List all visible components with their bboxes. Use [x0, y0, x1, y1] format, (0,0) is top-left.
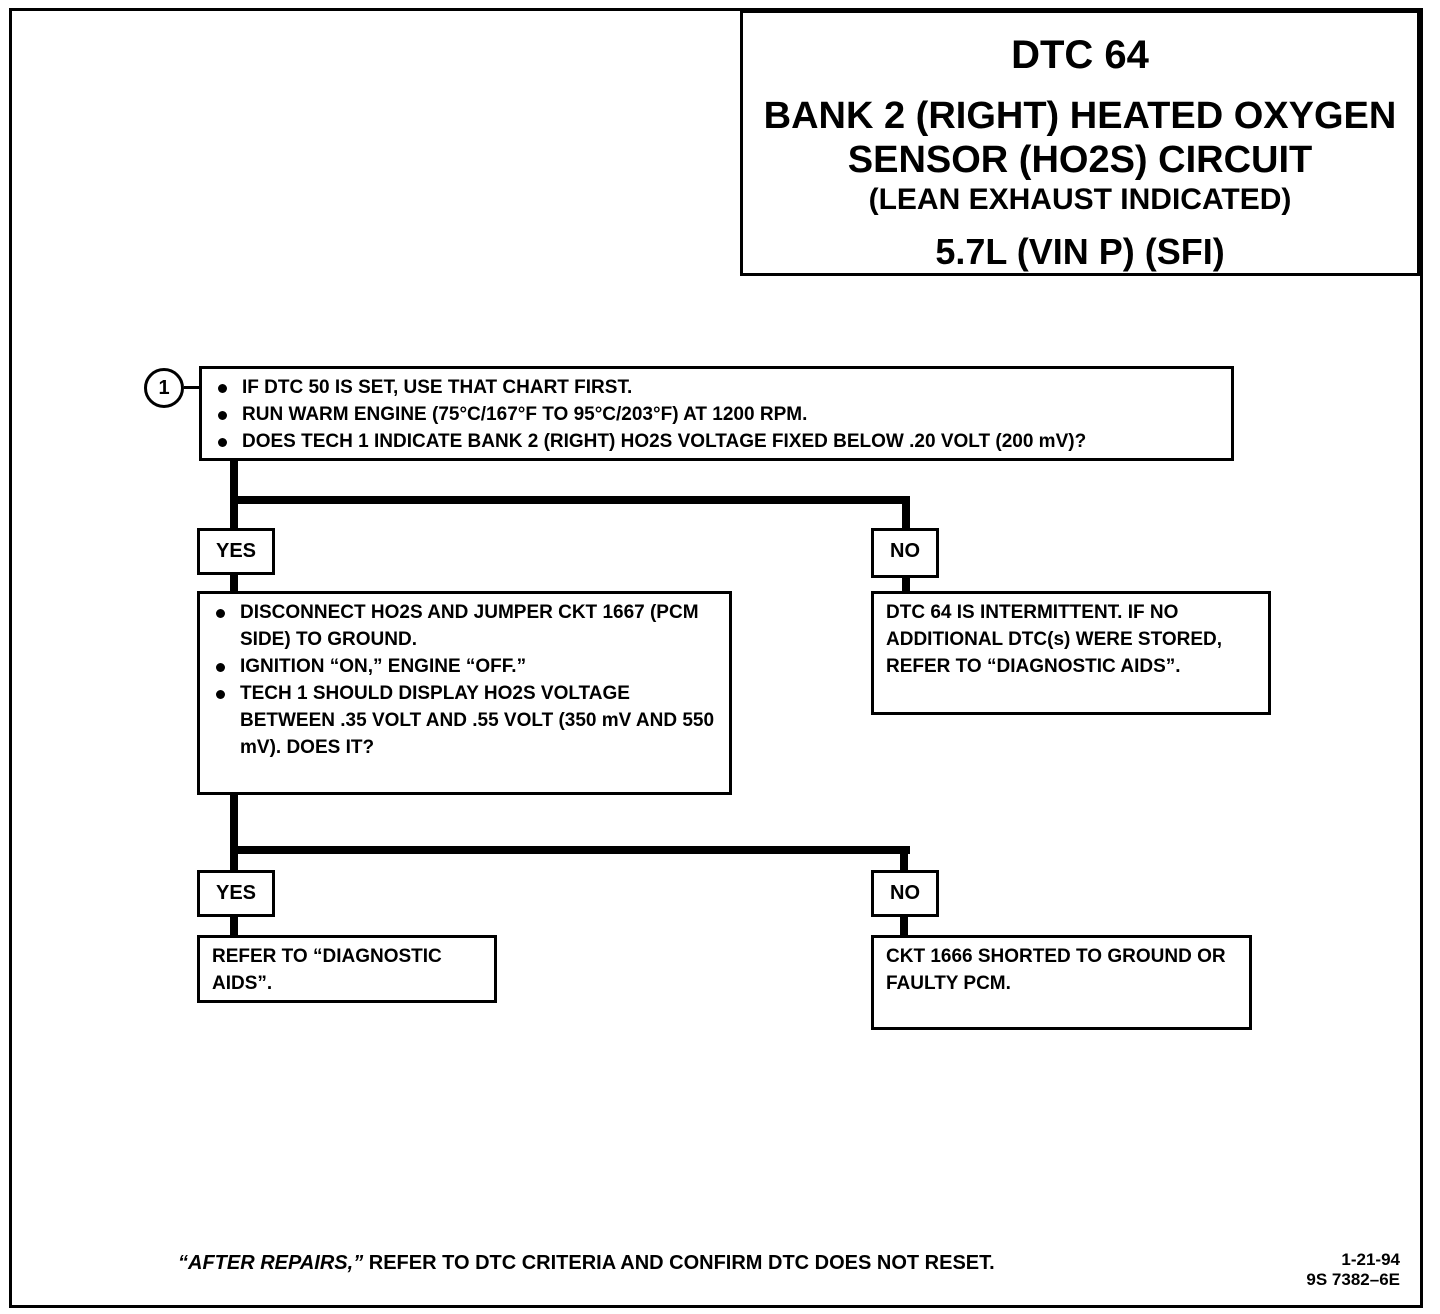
- connector-yes1-down: [230, 572, 238, 594]
- title-line-4: 5.7L (VIN P) (SFI): [935, 231, 1225, 272]
- connector-branch2-horizontal: [230, 846, 910, 854]
- voltage-test-bullet: IGNITION “ON,” ENGINE “OFF.”: [208, 653, 721, 680]
- fault-result-text: CKT 1666 SHORTED TO GROUND OR FAULTY PCM…: [886, 946, 1226, 994]
- voltage-test-box: DISCONNECT HO2S AND JUMPER CKT 1667 (PCM…: [197, 591, 732, 795]
- chart-date: 1-21-94: [1341, 1250, 1400, 1269]
- diagnostic-aids-box: REFER TO “DIAGNOSTIC AIDS”.: [197, 935, 497, 1003]
- connector-branch1-horizontal: [230, 496, 910, 504]
- step-number-marker: 1: [144, 368, 184, 408]
- step1-bullet: IF DTC 50 IS SET, USE THAT CHART FIRST.: [210, 374, 1223, 401]
- connector-test-down: [230, 792, 238, 874]
- branch2-yes-label: YES: [197, 870, 275, 917]
- connector-branch1-no-down: [902, 496, 910, 532]
- branch2-no-label: NO: [871, 870, 939, 917]
- after-repairs-text: REFER TO DTC CRITERIA AND CONFIRM DTC DO…: [363, 1252, 995, 1274]
- chart-reference: 1-21-94 9S 7382–6E: [1270, 1250, 1400, 1290]
- page-frame: [9, 8, 1423, 1308]
- chart-ref-number: 9S 7382–6E: [1306, 1270, 1400, 1289]
- title-line-2: SENSOR (HO2S) CIRCUIT: [847, 139, 1313, 181]
- step-marker-leader: [184, 386, 200, 389]
- title-block: DTC 64 BANK 2 (RIGHT) HEATED OXYGEN SENS…: [740, 10, 1420, 276]
- branch1-no-label: NO: [871, 528, 939, 578]
- fault-result-box: CKT 1666 SHORTED TO GROUND OR FAULTY PCM…: [871, 935, 1252, 1030]
- connector-no1-down: [902, 576, 910, 594]
- intermittent-box: DTC 64 IS INTERMITTENT. IF NO ADDITIONAL…: [871, 591, 1271, 715]
- intermittent-text: DTC 64 IS INTERMITTENT. IF NO ADDITIONAL…: [886, 602, 1223, 677]
- step1-bullet: RUN WARM ENGINE (75°C/167°F TO 95°C/203°…: [210, 401, 1223, 428]
- branch1-yes-label: YES: [197, 528, 275, 575]
- after-repairs-emphasis: “AFTER REPAIRS,”: [178, 1252, 364, 1274]
- connector-step1-down: [230, 458, 238, 532]
- voltage-test-bullet-list: DISCONNECT HO2S AND JUMPER CKT 1667 (PCM…: [208, 599, 721, 761]
- chart-code: DTC 64: [1011, 33, 1149, 77]
- title-line-1: BANK 2 (RIGHT) HEATED OXYGEN: [763, 95, 1397, 137]
- title-line-3: (LEAN EXHAUST INDICATED): [868, 183, 1292, 216]
- connector-no2-down: [900, 914, 908, 938]
- after-repairs-note: “AFTER REPAIRS,” REFER TO DTC CRITERIA A…: [178, 1252, 995, 1275]
- step1-bullet-list: IF DTC 50 IS SET, USE THAT CHART FIRST. …: [210, 374, 1223, 455]
- connector-branch2-no-down: [900, 846, 908, 876]
- voltage-test-bullet: TECH 1 SHOULD DISPLAY HO2S VOLTAGE BETWE…: [208, 680, 721, 761]
- connector-yes2-down: [230, 914, 238, 938]
- step1-box: IF DTC 50 IS SET, USE THAT CHART FIRST. …: [199, 366, 1234, 461]
- voltage-test-bullet: DISCONNECT HO2S AND JUMPER CKT 1667 (PCM…: [208, 599, 721, 653]
- step1-bullet: DOES TECH 1 INDICATE BANK 2 (RIGHT) HO2S…: [210, 428, 1223, 455]
- diagnostic-aids-text: REFER TO “DIAGNOSTIC AIDS”.: [212, 946, 442, 994]
